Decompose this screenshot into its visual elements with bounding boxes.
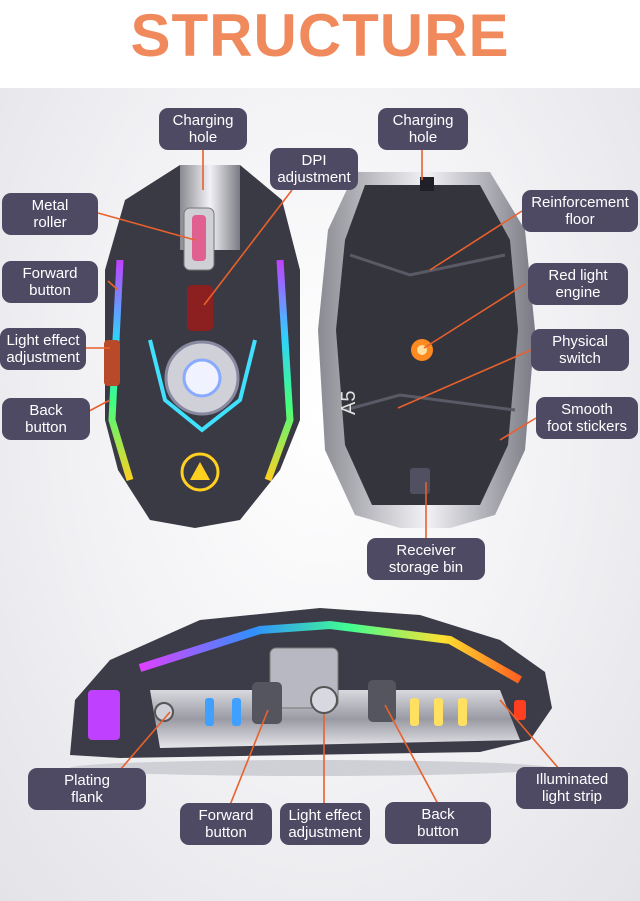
callout-line-1: Reinforcement bbox=[531, 194, 629, 211]
callout-line-1: Forward bbox=[198, 807, 254, 824]
callout-line-1: Back bbox=[29, 402, 63, 419]
callout-line-2: hole bbox=[188, 129, 218, 146]
callout-line-2: roller bbox=[33, 214, 67, 231]
callout-physical-switch: Physical switch bbox=[531, 329, 629, 371]
callout-line-1: Receiver bbox=[396, 542, 456, 559]
callout-line-1: Back bbox=[421, 806, 455, 823]
callout-line-1: Charging bbox=[172, 112, 234, 129]
callout-light-effect-adjustment-top: Light effect adjustment bbox=[0, 328, 86, 370]
callout-illuminated-light-strip: Illuminated light strip bbox=[516, 767, 628, 809]
callout-line-1: Red light bbox=[548, 267, 608, 284]
callout-line-1: Plating bbox=[64, 772, 110, 789]
leader-lines bbox=[73, 148, 561, 806]
callout-line-2: adjustment bbox=[277, 169, 351, 186]
callout-plating-flank: Plating flank bbox=[28, 768, 146, 810]
callout-light-effect-adjustment-side: Light effect adjustment bbox=[280, 803, 370, 845]
callout-back-button-side: Back button bbox=[385, 802, 491, 844]
callout-line-2: engine bbox=[555, 284, 601, 301]
callout-line-2: adjustment bbox=[288, 824, 362, 841]
mouse-side-view bbox=[70, 608, 552, 776]
callout-line-2: button bbox=[205, 824, 247, 841]
mouse-bottom-view bbox=[318, 172, 535, 528]
callout-line-1: DPI bbox=[301, 152, 327, 169]
mouse-top-view bbox=[104, 165, 300, 528]
callout-bottom-charging-hole: Charging hole bbox=[378, 108, 468, 150]
callout-smooth-foot-stickers: Smooth foot stickers bbox=[536, 397, 638, 439]
callout-line-1: Light effect bbox=[288, 807, 362, 824]
callout-reinforcement-floor: Reinforcement floor bbox=[522, 190, 638, 232]
callout-line-1: Forward bbox=[22, 265, 78, 282]
callout-line-2: storage bin bbox=[388, 559, 464, 576]
callout-line-2: button bbox=[417, 823, 459, 840]
model-mark: A5 bbox=[338, 391, 360, 415]
callout-line-2: flank bbox=[71, 789, 103, 806]
callout-forward-button-top: Forward button bbox=[2, 261, 98, 303]
callout-line-2: foot stickers bbox=[546, 418, 628, 435]
callout-line-2: button bbox=[29, 282, 71, 299]
callout-dpi-adjustment: DPI adjustment bbox=[270, 148, 358, 190]
callout-line-2: floor bbox=[565, 211, 595, 228]
callout-line-1: Illuminated bbox=[535, 771, 609, 788]
callout-receiver-storage-bin: Receiver storage bin bbox=[367, 538, 485, 580]
page-title: STRUCTURE bbox=[130, 2, 510, 69]
callout-forward-button-side: Forward button bbox=[180, 803, 272, 845]
callout-line-2: button bbox=[25, 419, 67, 436]
callout-line-1: Metal bbox=[31, 197, 69, 214]
callout-top-charging-hole: Charging hole bbox=[159, 108, 247, 150]
callout-metal-roller: Metal roller bbox=[2, 193, 98, 235]
callout-line-1: Physical bbox=[552, 333, 608, 350]
callout-line-2: switch bbox=[559, 350, 601, 367]
callout-line-2: adjustment bbox=[6, 349, 80, 366]
callout-line-2: light strip bbox=[541, 788, 603, 805]
callout-line-1: Light effect bbox=[6, 332, 80, 349]
callout-line-2: hole bbox=[408, 129, 438, 146]
callout-line-1: Charging bbox=[392, 112, 454, 129]
callout-red-light-engine: Red light engine bbox=[528, 263, 628, 305]
callout-line-1: Smooth bbox=[561, 401, 613, 418]
callout-back-button-top: Back button bbox=[2, 398, 90, 440]
